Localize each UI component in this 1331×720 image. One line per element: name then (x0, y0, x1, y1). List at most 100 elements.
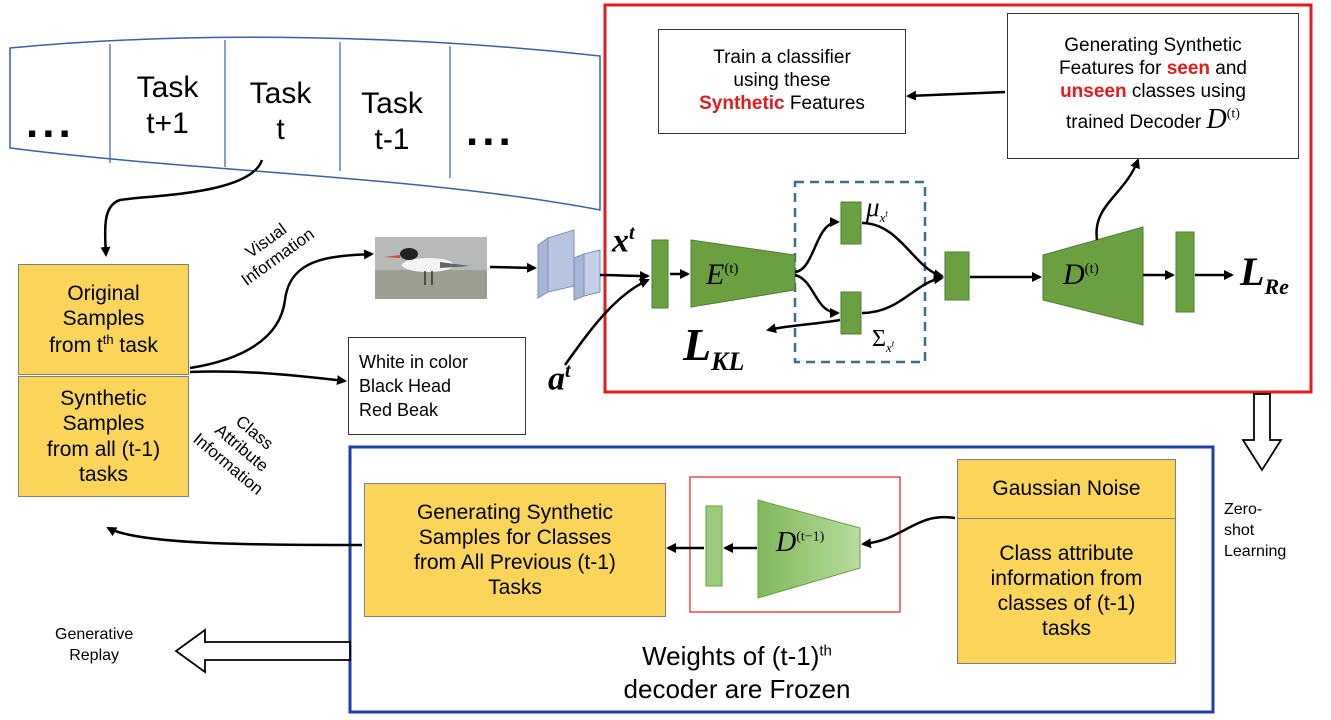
frozen-caption-text: Weights of (t-1) (642, 641, 820, 671)
class-attr-line-1: Class attribute (999, 541, 1134, 565)
gen-line-2-rest: and (1210, 57, 1247, 79)
reconstruction-loss-sub: Re (1264, 274, 1289, 299)
generative-replay-label: Generative Replay (55, 625, 133, 667)
sigma-base: Σ (872, 326, 886, 352)
class-attribute-box: Class attribute information from classes… (957, 518, 1176, 664)
frozen-caption-line-1: Weights of (t-1)th (572, 640, 902, 673)
arrow-encoder-to-sigma (794, 273, 840, 318)
synthetic-line-3: from all (t-1) (46, 437, 161, 461)
attribute-box: White in color Black Head Red Beak (348, 337, 526, 435)
task-t-plus-1-index: t+1 (146, 107, 189, 140)
zero-shot-line-3: Learning (1224, 542, 1287, 560)
frozen-decoder-symbol: D(t−1) (776, 527, 824, 559)
input-feature-block (651, 239, 669, 309)
arrow-gensamples-to-left (106, 526, 363, 547)
original-samples-box: Original Samples from tth task (18, 264, 189, 375)
train-synthetic-highlight: Synthetic (699, 92, 785, 114)
gen-line-2-text: Features for (1058, 57, 1167, 79)
original-line-3-sup: th (102, 331, 114, 347)
decoder-sup: (t) (1084, 261, 1099, 277)
arrow-extractor-to-x (599, 270, 650, 281)
red-frame (603, 3, 1313, 394)
gen-replay-line-2: Replay (69, 646, 120, 664)
mu-sub-t: t (885, 209, 888, 220)
train-line-3-rest: Features (784, 92, 865, 114)
gen-seen-highlight: seen (1166, 57, 1211, 79)
x-sup: t (629, 222, 635, 244)
encoder-base: E (706, 258, 725, 291)
task-t-index: t (276, 113, 285, 146)
sigma-block (840, 291, 862, 335)
task-t-plus-1: Task t+1 (115, 70, 220, 142)
frozen-caption-line-2: decoder are Frozen (623, 673, 851, 704)
feature-extractor-layer-2 (547, 229, 575, 293)
decoder-symbol: D(t) (1063, 258, 1099, 292)
arrow-mu-to-latent (861, 221, 944, 280)
encoder-symbol: E(t) (706, 258, 739, 292)
reconstruction-block (1175, 231, 1195, 313)
zero-shot-hollow-arrow (1241, 393, 1283, 472)
task-t: Task t (228, 76, 333, 148)
arrow-a-to-x (563, 278, 650, 366)
gaussian-noise-label: Gaussian Noise (992, 477, 1141, 501)
synthetic-line-4: tasks (78, 462, 128, 486)
mu-base: μ (866, 192, 880, 222)
gen-line-1: Generating Synthetic (1064, 35, 1242, 56)
class-attr-line-4: tasks (1041, 617, 1091, 641)
gen-samples-line-4: Tasks (488, 576, 542, 600)
arrow-sigma-to-lkl (766, 318, 841, 334)
class-attr-line-3: classes of (t-1) (997, 592, 1136, 615)
frozen-decoder-trapezoid (757, 499, 861, 599)
attribute-line-3: Red Beak (359, 400, 439, 421)
feature-extractor-layer-3 (573, 253, 585, 301)
task-t-plus-1-title: Task (136, 71, 199, 104)
generate-features-box: Generating Synthetic Features for seen a… (1007, 13, 1299, 159)
gen-decoder-symbol: D(t) (1207, 104, 1240, 135)
gen-decoder-base: D (1206, 104, 1227, 136)
frozen-weights-caption: Weights of (t-1)th decoder are Frozen (572, 640, 902, 705)
train-line-1: Train a classifier (713, 47, 851, 69)
original-line-3-rest: task (113, 333, 158, 357)
arrow-samples-to-image (189, 249, 374, 370)
decoder-base: D (1063, 258, 1085, 291)
frozen-output-block (705, 505, 723, 587)
arrow-image-to-extractor (489, 262, 537, 273)
synthetic-line-2: Samples (62, 412, 145, 436)
a-base: a (548, 360, 565, 398)
original-line-2: Samples (62, 307, 145, 331)
arrow-gaussian-to-frozen (861, 515, 956, 549)
gen-line-4: trained Decoder D(t) (1066, 103, 1240, 137)
arrow-encoder-to-mu (794, 217, 840, 274)
frozen-decoder-sup: (t−1) (796, 529, 825, 545)
kl-loss-sub: KL (711, 347, 745, 377)
arrow-samples-to-attributes (189, 370, 347, 386)
arrow-decoder-to-genbox (1095, 158, 1140, 241)
decoder-trapezoid (1042, 226, 1144, 326)
sigma-sub-x: x (885, 339, 892, 355)
blue-frame (348, 445, 1215, 714)
original-line-3: from tth task (49, 332, 158, 358)
train-line-3: Synthetic Features (699, 93, 865, 116)
encoder-trapezoid (690, 239, 796, 308)
sigma-symbol: Σxt (872, 326, 894, 356)
zero-shot-line-1: Zero- (1224, 501, 1263, 518)
kl-loss-symbol: LKL (683, 318, 744, 377)
zero-shot-learning-label: Zero- shot Learning (1224, 500, 1286, 562)
task-t-minus-1-index: t-1 (374, 123, 410, 156)
task-t-minus-1-title: Task (361, 87, 423, 120)
gen-samples-line-1: Generating Synthetic (416, 500, 614, 524)
sigma-sub: xt (885, 338, 894, 355)
train-line-2: using these (733, 70, 831, 92)
x-base: x (612, 222, 629, 260)
encoder-sup: (t) (724, 261, 739, 277)
arrow-genbox-to-train (906, 90, 1006, 101)
frozen-decoder-base: D (776, 527, 797, 558)
x-t-symbol: xt (612, 222, 635, 260)
mu-symbol: μxt (866, 192, 888, 226)
generate-samples-box: Generating Synthetic Samples for Classes… (364, 483, 666, 617)
gen-replay-line-1: Generative (55, 626, 134, 643)
a-sup: t (565, 360, 571, 382)
gen-line-2: Features for seen and (1059, 58, 1247, 81)
generative-replay-hollow-arrow (174, 628, 351, 674)
